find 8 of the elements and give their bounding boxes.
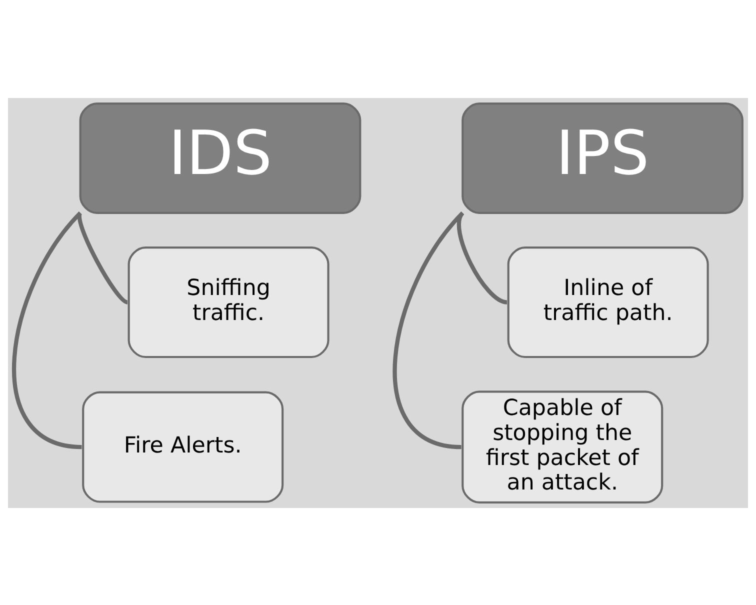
connector xyxy=(12,211,82,449)
node-box: Sniffing traffic. xyxy=(128,246,330,358)
node-box: Capable of stopping the first packet of an attack. xyxy=(462,390,664,503)
node-box: Inline of traffic path. xyxy=(507,246,709,358)
node-box: IDS xyxy=(79,102,362,214)
node-box: IPS xyxy=(462,102,744,214)
node-box: Fire Alerts. xyxy=(82,390,284,502)
connector xyxy=(393,211,464,449)
